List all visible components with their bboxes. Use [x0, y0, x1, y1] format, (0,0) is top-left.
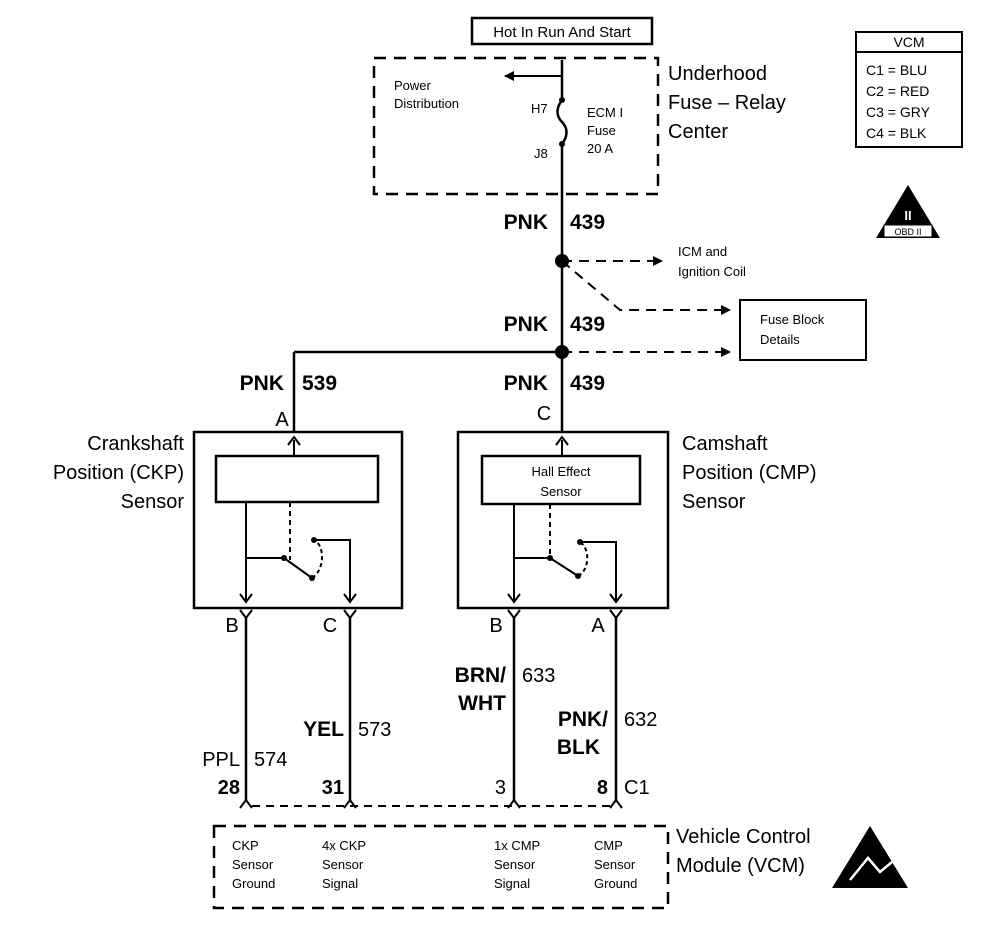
vcm-connector-pins: 28 31 3 8 C1	[218, 777, 650, 809]
cmp-pin-a: A	[591, 615, 605, 637]
wire-color-label: PNK	[504, 313, 548, 336]
hall-effect-label: Hall Effect	[531, 464, 590, 479]
vcm-terminal-label: CMP	[594, 838, 623, 853]
wire-circuit-label: 439	[570, 313, 605, 336]
vcm-pin: 8	[597, 777, 608, 799]
cmp-label: Camshaft	[682, 433, 768, 455]
ckp-sensor: Crankshaft Position (CKP) Sensor A B C	[53, 409, 404, 637]
ckp-pin-c: C	[323, 615, 337, 637]
vcm-connector-name: C1	[624, 777, 650, 799]
fuse-pin-j8: J8	[534, 146, 548, 161]
vcm-terminal-label: Ground	[232, 876, 275, 891]
vcm-terminal-label: 4x CKP	[322, 838, 366, 853]
vcm-legend-row: C1 = BLU	[866, 62, 927, 78]
wire-color-label: BLK	[557, 736, 600, 759]
power-distribution-label: Power	[394, 78, 432, 93]
ckp-pin-a: A	[275, 409, 289, 431]
fuse-relay-center-line1: Underhood	[668, 63, 767, 85]
fuse-rating: 20 A	[587, 141, 613, 156]
vcm-legend-row: C2 = RED	[866, 83, 929, 99]
hot-in-run-start-box: Hot In Run And Start	[470, 16, 654, 46]
wire-pnk-539: PNK 539	[240, 350, 562, 432]
vcm-legend: VCM C1 = BLU C2 = RED C3 = GRY C4 = BLK	[855, 31, 963, 148]
wire-color-label: BRN/	[455, 664, 506, 687]
vcm-legend-title: VCM	[893, 34, 924, 50]
cmp-label: Position (CMP)	[682, 462, 816, 484]
vcm-legend-row: C4 = BLK	[866, 125, 927, 141]
vcm-terminal-label: Signal	[322, 876, 358, 891]
ckp-label: Sensor	[121, 491, 185, 513]
wire-color-label: PNK	[240, 372, 284, 395]
wire-color-label: PPL	[202, 749, 240, 771]
wire-color-label: YEL	[303, 718, 344, 741]
fuse-name: Fuse	[587, 123, 616, 138]
wire-circuit-label: 539	[302, 372, 337, 395]
reference-fuse-block-details: Fuse Block Details	[561, 260, 867, 361]
vcm-pin: 28	[218, 777, 240, 799]
vcm-terminal-label: Sensor	[494, 857, 536, 872]
ckp-pin-b: B	[225, 615, 238, 637]
vcm-pin: 3	[495, 777, 506, 799]
fuse-relay-center-line2: Fuse – Relay	[668, 92, 786, 114]
wire-circuit-label: 633	[522, 665, 555, 687]
wire-color-label: PNK/	[558, 708, 608, 731]
icm-ref-label: ICM and	[678, 244, 727, 259]
power-distribution-label: Distribution	[394, 96, 459, 111]
obd-ii-badge: II OBD II	[876, 185, 940, 238]
fuse-icon	[556, 99, 568, 145]
ckp-label: Crankshaft	[87, 433, 184, 455]
hot-in-run-start-label: Hot In Run And Start	[493, 24, 631, 41]
vcm-label: Module (VCM)	[676, 855, 805, 877]
vcm-terminal-label: Sensor	[322, 857, 364, 872]
cmp-pin-b: B	[489, 615, 502, 637]
wire-pnk-blk-632: PNK/ BLK 632	[557, 618, 657, 800]
wire-ppl-574: PPL 574	[202, 618, 287, 800]
obd-badge-top: II	[904, 208, 911, 223]
fuse-pin-h7: H7	[531, 101, 548, 116]
wire-circuit-label: 439	[570, 211, 605, 234]
vcm-terminal-label: Sensor	[232, 857, 274, 872]
wire-brn-wht-633: BRN/ WHT 633	[455, 618, 555, 800]
wire-circuit-label: 573	[358, 719, 391, 741]
vcm-legend-row: C3 = GRY	[866, 104, 931, 120]
vcm-terminal-label: Sensor	[594, 857, 636, 872]
vcm-label: Vehicle Control	[676, 826, 811, 848]
vehicle-control-module: Vehicle Control Module (VCM) CKP Sensor …	[212, 824, 908, 910]
vcm-terminal-label: CKP	[232, 838, 259, 853]
wire-circuit-label: 632	[624, 709, 657, 731]
vcm-terminal-label: Ground	[594, 876, 637, 891]
reference-icm-ignition-coil: ICM and Ignition Coil	[562, 244, 746, 279]
fuse-relay-center-line3: Center	[668, 121, 728, 143]
cmp-label: Sensor	[682, 491, 746, 513]
vcm-pin: 31	[322, 777, 344, 799]
fuse-block-ref-label: Details	[760, 332, 800, 347]
vcm-terminal-label: Signal	[494, 876, 530, 891]
ckp-label: Position (CKP)	[53, 462, 184, 484]
wire-yel-573: YEL 573	[303, 618, 391, 800]
vcm-terminal-label: 1x CMP	[494, 838, 540, 853]
underhood-fuse-relay-center: Underhood Fuse – Relay Center Power Dist…	[372, 56, 786, 196]
wire-pnk-439-main: PNK 439 PNK 439 PNK 439	[504, 144, 605, 432]
cmp-sensor: Hall Effect Sensor Camshaft Position (CM…	[456, 403, 816, 637]
fuse-block-ref-label: Fuse Block	[760, 312, 825, 327]
obd-badge-bottom: OBD II	[894, 227, 921, 237]
wire-color-label: PNK	[504, 211, 548, 234]
cmp-pin-c: C	[537, 403, 551, 425]
wire-circuit-label: 574	[254, 749, 287, 771]
wire-color-label: PNK	[504, 372, 548, 395]
wire-circuit-label: 439	[570, 372, 605, 395]
wire-color-label: WHT	[458, 692, 506, 715]
icm-ref-label: Ignition Coil	[678, 264, 746, 279]
hall-effect-label: Sensor	[540, 484, 582, 499]
fuse-name: ECM I	[587, 105, 623, 120]
esd-warning-icon	[832, 826, 908, 888]
